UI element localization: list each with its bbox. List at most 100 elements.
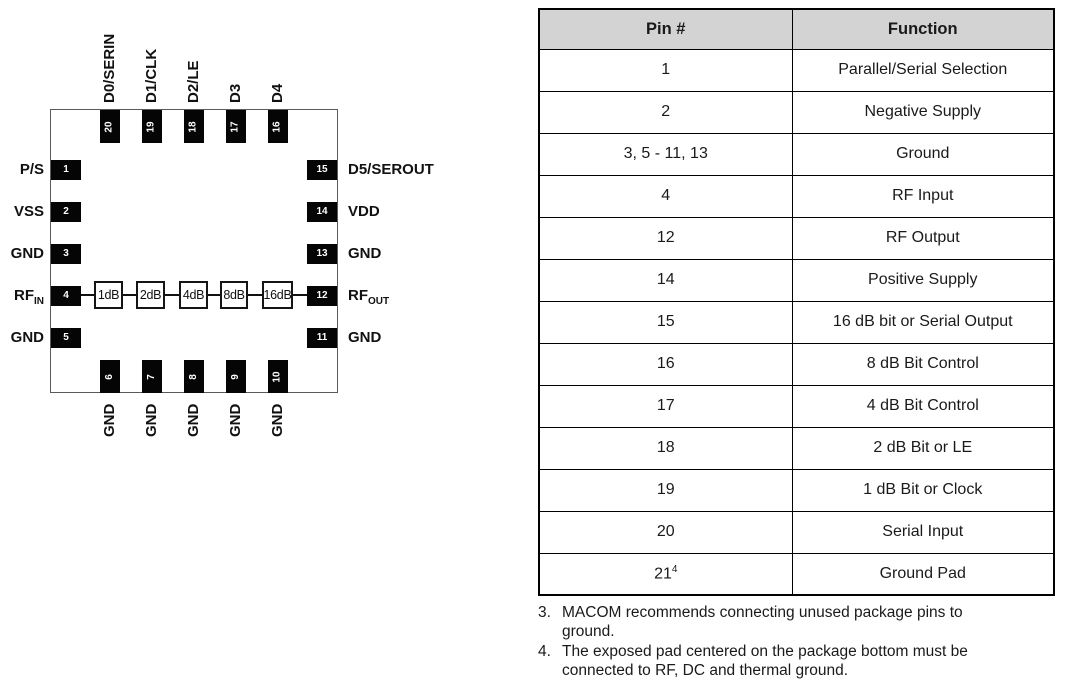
- pin-number: 2: [63, 206, 69, 217]
- function-cell: Ground Pad: [791, 552, 1055, 596]
- attenuator-block: 1dB: [94, 281, 123, 309]
- function-cell: 2 dB Bit or LE: [791, 426, 1055, 470]
- pin-label: GND: [348, 329, 382, 346]
- pin-number-cell: 214: [538, 552, 793, 596]
- pin-number-cell: 14: [538, 258, 793, 302]
- pin-label: D3: [227, 83, 244, 103]
- pin-label: GND: [10, 245, 44, 262]
- pin-number-cell: 18: [538, 426, 793, 470]
- pin-number-cell: 3, 5 - 11, 13: [538, 132, 793, 176]
- pin-label: GND: [101, 403, 118, 437]
- pin-number: 3: [63, 248, 69, 259]
- pin-pad: 10: [268, 360, 288, 393]
- function-cell: RF Output: [791, 216, 1055, 260]
- function-cell: Negative Supply: [791, 90, 1055, 134]
- pin-label: VSS: [13, 203, 44, 220]
- pin-number: 11: [316, 332, 328, 343]
- pin-number: 19: [146, 120, 157, 133]
- function-column-header: Function: [791, 8, 1055, 50]
- attenuator-block: 8dB: [220, 281, 248, 309]
- pin-number: 8: [188, 373, 199, 380]
- function-cell: Positive Supply: [791, 258, 1055, 302]
- pin-label: D0/SERIN: [101, 33, 118, 103]
- pin-number: 20: [104, 120, 115, 133]
- pin-label: RFOUT: [348, 287, 390, 307]
- pin-label: GND: [269, 403, 286, 437]
- pin-number-cell: 2: [538, 90, 793, 134]
- pin-label: RFIN: [14, 287, 44, 307]
- pin-pad: 17: [226, 110, 246, 143]
- pin-number: 4: [63, 290, 69, 301]
- pin-number: 1: [63, 164, 69, 175]
- pin-pad: 7: [142, 360, 162, 393]
- pin-number-cell: 12: [538, 216, 793, 260]
- pin-pad: 16: [268, 110, 288, 143]
- function-cell: RF Input: [791, 174, 1055, 218]
- pin-pad: 3: [51, 244, 81, 264]
- pin-pad: 18: [184, 110, 204, 143]
- pin-number: 10: [272, 370, 283, 383]
- pin-number-column-header: Pin #: [538, 8, 793, 50]
- footnotes: 3.MACOM recommends connecting unused pac…: [538, 603, 1038, 681]
- pin-number-cell: 4: [538, 174, 793, 218]
- pin-pad: 11: [307, 328, 337, 348]
- attenuator-block: 4dB: [179, 281, 208, 309]
- pin-number: 9: [230, 373, 241, 380]
- function-cell: 8 dB Bit Control: [791, 342, 1055, 386]
- footnote: 3.MACOM recommends connecting unused pac…: [538, 603, 1038, 641]
- pin-label: P/S: [19, 161, 44, 178]
- pin-number: 17: [230, 120, 241, 133]
- pin-number: 7: [146, 373, 157, 380]
- function-cell: Parallel/Serial Selection: [791, 48, 1055, 92]
- pin-label: D4: [269, 83, 286, 103]
- pin-label: VDD: [348, 203, 380, 220]
- pin-label: GND: [227, 403, 244, 437]
- pin-pad: 4: [51, 286, 81, 306]
- function-cell: 1 dB Bit or Clock: [791, 468, 1055, 512]
- pin-pad: 19: [142, 110, 162, 143]
- attenuator-block: 16dB: [262, 281, 293, 309]
- footnote: 4.The exposed pad centered on the packag…: [538, 642, 1038, 680]
- pin-number: 14: [316, 206, 328, 217]
- pin-label: GND: [348, 245, 382, 262]
- pin-number: 5: [63, 332, 69, 343]
- pin-number: 18: [188, 120, 199, 133]
- pin-number: 12: [316, 290, 328, 301]
- function-cell: Ground: [791, 132, 1055, 176]
- pin-number-cell: 1: [538, 48, 793, 92]
- pin-label: D2/LE: [185, 60, 202, 103]
- pin-number-cell: 17: [538, 384, 793, 428]
- pin-number-cell: 19: [538, 468, 793, 512]
- pin-pad: 9: [226, 360, 246, 393]
- pin-pad: 5: [51, 328, 81, 348]
- table-header-row: Pin # Function: [538, 8, 1055, 50]
- pin-pad: 1: [51, 160, 81, 180]
- pin-pad: 6: [100, 360, 120, 393]
- pin-label: GND: [10, 329, 44, 346]
- attenuator-block: 2dB: [136, 281, 165, 309]
- pin-pad: 20: [100, 110, 120, 143]
- pin-pad: 14: [307, 202, 337, 222]
- pin-pad: 2: [51, 202, 81, 222]
- pin-label: GND: [143, 403, 160, 437]
- footnote-number: 4.: [538, 643, 551, 660]
- pin-number-cell: 15: [538, 300, 793, 344]
- function-cell: 16 dB bit or Serial Output: [791, 300, 1055, 344]
- footnote-text: MACOM recommends connecting unused packa…: [562, 604, 963, 640]
- pin-label: D1/CLK: [143, 48, 160, 103]
- pin-pad: 15: [307, 160, 337, 180]
- function-cell: Serial Input: [791, 510, 1055, 554]
- pin-pad: 8: [184, 360, 204, 393]
